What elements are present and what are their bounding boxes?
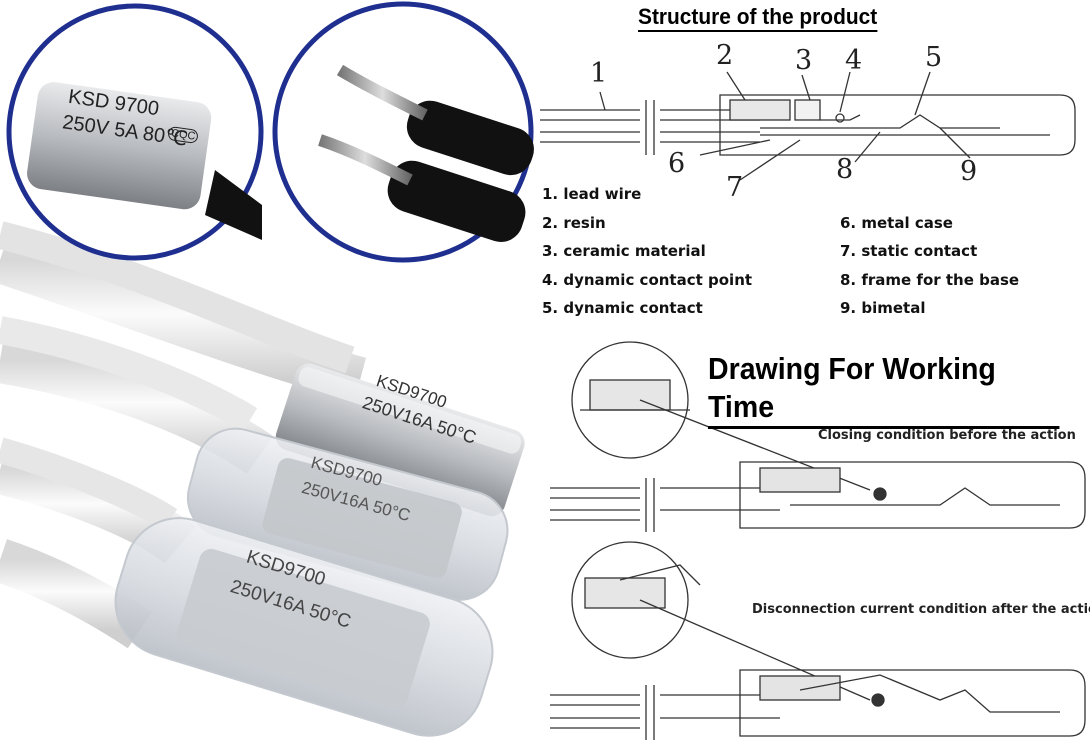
legend-item-3: 3. ceramic material — [542, 242, 706, 260]
closing-diagram — [550, 341, 1086, 532]
legend-item-5: 5. dynamic contact — [542, 299, 703, 317]
legend-item-1: 1. lead wire — [542, 185, 642, 203]
callout-5: 5 — [925, 42, 943, 73]
callout-1: 1 — [590, 58, 608, 89]
structure-cross-section — [540, 94, 1076, 156]
legend-item-9: 9. bimetal — [840, 299, 926, 317]
working-title: Drawing For Working Time — [708, 350, 1060, 429]
disconnect-diagram — [550, 541, 1086, 740]
legend-item-7: 7. static contact — [840, 242, 978, 260]
legend-item-4: 4. dynamic contact point — [542, 271, 753, 289]
legend-item-2: 2. resin — [542, 214, 606, 232]
callout-2: 2 — [716, 40, 734, 71]
callout-4: 4 — [845, 45, 863, 76]
sensor-3 — [114, 517, 494, 737]
legend-item-8: 8. frame for the base — [840, 271, 1020, 289]
disconnect-caption: Disconnection current condition after th… — [752, 602, 1090, 617]
callout-3: 3 — [795, 45, 813, 76]
sensor-1 — [275, 363, 525, 517]
callout-6: 6 — [668, 148, 686, 179]
closing-caption: Closing condition before the action — [818, 428, 1076, 443]
product-photo — [0, 1, 534, 737]
callout-7: 7 — [726, 172, 744, 203]
closeup-circle-left — [6, 3, 264, 261]
structure-title: Structure of the product — [638, 4, 878, 32]
closeup-circle-right — [272, 1, 534, 263]
callout-8: 8 — [836, 154, 854, 185]
legend-item-6: 6. metal case — [840, 214, 953, 232]
callout-9: 9 — [960, 156, 978, 187]
